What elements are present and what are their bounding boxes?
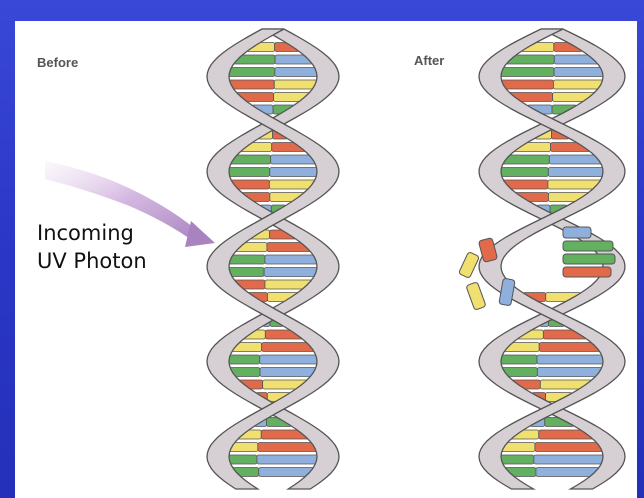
- base-pair-right: [260, 355, 324, 364]
- base-pair-right: [257, 455, 324, 464]
- dna-helix-after: [458, 29, 625, 489]
- base-pair-right: [534, 455, 610, 464]
- base-pair-right: [535, 443, 607, 452]
- diagram-panel: Before After Incoming UV Photon: [15, 21, 637, 498]
- photon-label-line1: Incoming: [37, 219, 212, 247]
- incoming-uv-photon-label: Incoming UV Photon: [37, 219, 212, 275]
- base-pair-right: [548, 168, 610, 177]
- photon-label-line2: UV Photon: [37, 247, 212, 275]
- after-label: After: [414, 53, 444, 68]
- before-label: Before: [37, 55, 78, 70]
- dna-helix-before: [207, 29, 339, 489]
- base-pair-right: [537, 355, 610, 364]
